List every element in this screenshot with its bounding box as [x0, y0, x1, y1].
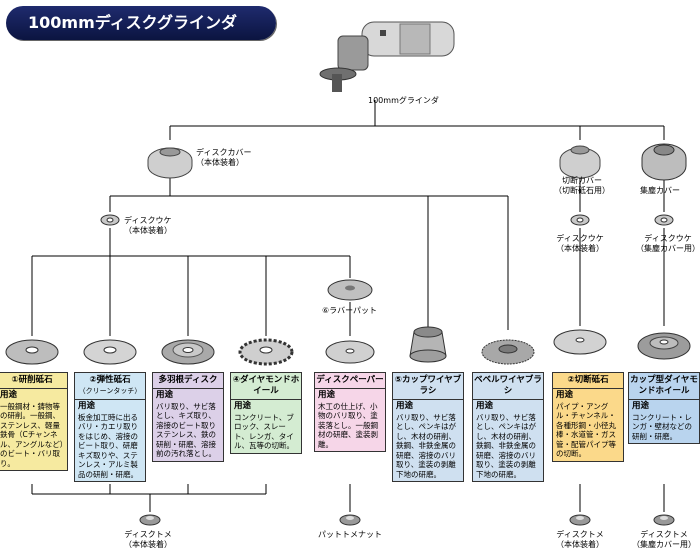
disctome-label-3: ディスクトメ （集塵カバー用）: [632, 530, 696, 549]
card-cup-diamond-wheel: カップ型ダイヤモンドホイール 用途コンクリート・レンガ・壁材などの研削・研磨。: [628, 372, 700, 444]
card-text: 板金加工時に出るバリ・カエリ取りをはじめ、溶接のビート取り、研磨キズ取りや、ステ…: [78, 412, 138, 479]
grinder-label: 100mmグラインダ: [368, 96, 439, 105]
disctome-label-1: ディスクトメ （本体装着）: [124, 530, 172, 549]
dust-ukeke-icon: [654, 214, 674, 226]
card-text: 木工の仕上げ、小物のバリ取り、塗装落とし。一般鋼材の研磨、塗装剥離。: [318, 401, 378, 449]
use-label: 用途: [396, 401, 414, 411]
cup-wire-brush-icon: [409, 326, 447, 363]
cutting-cover-icon: [559, 145, 601, 179]
card-grinding-wheel: ①研削砥石 用途一般鋼材・鋳物等の研削。一般鋼、ステンレス、軽量鉄骨（Cチャンネ…: [0, 372, 68, 471]
cutting-ukeke-label: ディスクウケ （本体装着）: [556, 234, 604, 253]
use-label: 用途: [318, 390, 336, 400]
card-title: ベベルワイヤブラシ: [473, 373, 543, 400]
disctome-label-2: ディスクトメ （本体装着）: [556, 530, 604, 549]
card-cutting-wheel: ②切断砥石 用途パイプ・アングル・チャンネル・各種形鋼・小径丸棒・水道管・ガス管…: [552, 372, 624, 462]
dust-cover-label: 集塵カバー: [640, 186, 680, 195]
card-text: バリ取り、サビ落とし、ペンキはがし、木材の研削、鉄鋼、非鉄金属の研磨、溶接のバリ…: [476, 412, 536, 479]
card-title: ④ダイヤモンドホイール: [231, 373, 301, 400]
card-text: コンクリート・レンガ・壁材などの研削・研磨。: [632, 412, 692, 441]
disc-paper-icon: [325, 340, 375, 364]
bevel-wire-brush-icon: [481, 339, 535, 365]
pad-nut-icon: [339, 514, 361, 526]
cutting-wheel-icon: [553, 329, 607, 355]
cutting-cover-label: 切断カバー （切断砥石用）: [554, 176, 610, 195]
card-text: バリ取り、サビ落とし、キズ取り、溶接のビート取りステンレス、鉄の研削・研磨、溶接…: [156, 401, 216, 459]
diamond-wheel-icon: [238, 338, 294, 366]
use-label: 用途: [78, 401, 96, 411]
card-title: ディスクペーパー: [315, 373, 385, 389]
card-title: ⑤カップワイヤブラシ: [393, 373, 463, 400]
page-title: 100mmディスクグラインダ: [6, 6, 276, 40]
use-label: 用途: [632, 401, 650, 411]
card-elastic-wheel: ②弾性砥石（クリーンタッチ） 用途板金加工時に出るバリ・カエリ取りをはじめ、溶接…: [74, 372, 146, 482]
pad-nut-label: パットトメナット: [318, 530, 382, 539]
disc-cover-label: ディスクカバー （本体装着）: [196, 148, 252, 167]
card-flap-disc: 多羽根ディスク 用途バリ取り、サビ落とし、キズ取り、溶接のビート取りステンレス、…: [152, 372, 224, 462]
use-label: 用途: [476, 401, 494, 411]
grinder-icon: [319, 21, 455, 92]
use-label: 用途: [0, 390, 18, 400]
dust-ukeke-label: ディスクウケ （集塵カバー用）: [636, 234, 700, 253]
rubber-pad-label: ⑥ラバーパット: [322, 306, 378, 315]
card-diamond-wheel: ④ダイヤモンドホイール 用途コンクリート、ブロック、スレート、レンガ、タイル、瓦…: [230, 372, 302, 454]
card-text: 一般鋼材・鋳物等の研削。一般鋼、ステンレス、軽量鉄骨（Cチャンネル、アングルなど…: [0, 401, 64, 468]
elastic-wheel-icon: [83, 339, 137, 365]
disc-cover-icon: [147, 147, 193, 179]
card-title: ①研削砥石: [0, 373, 67, 389]
disc-ukeke-label: ディスクウケ （本体装着）: [124, 216, 172, 235]
card-text: バリ取り、サビ落とし、ペンキはがし、木材の研削、鉄鋼、非鉄金属の研磨、溶接のバリ…: [396, 412, 456, 479]
disctome-icon-3: [653, 514, 675, 526]
card-title: ②切断砥石: [553, 373, 623, 389]
cup-diamond-wheel-icon: [637, 332, 691, 360]
card-title: ②弾性砥石（クリーンタッチ）: [75, 373, 145, 400]
disc-ukeke-icon: [100, 214, 120, 226]
flap-disc-icon: [161, 339, 215, 365]
grinding-wheel-icon: [5, 339, 59, 365]
dust-cover-icon: [641, 143, 687, 181]
disctome-icon: [139, 514, 161, 526]
use-label: 用途: [234, 401, 252, 411]
card-disc-paper: ディスクペーパー 用途木工の仕上げ、小物のバリ取り、塗装落とし。一般鋼材の研磨、…: [314, 372, 386, 452]
card-title: 多羽根ディスク: [153, 373, 223, 389]
card-bevel-wire-brush: ベベルワイヤブラシ 用途バリ取り、サビ落とし、ペンキはがし、木材の研削、鉄鋼、非…: [472, 372, 544, 482]
rubber-pad-icon: [327, 279, 373, 301]
card-text: コンクリート、ブロック、スレート、レンガ、タイル、瓦等の切断。: [234, 412, 294, 451]
disctome-icon-2: [569, 514, 591, 526]
use-label: 用途: [156, 390, 174, 400]
card-cup-wire-brush: ⑤カップワイヤブラシ 用途バリ取り、サビ落とし、ペンキはがし、木材の研削、鉄鋼、…: [392, 372, 464, 482]
use-label: 用途: [556, 390, 574, 400]
card-title: カップ型ダイヤモンドホイール: [629, 373, 699, 400]
card-text: パイプ・アングル・チャンネル・各種形鋼・小径丸棒・水道管・ガス管・配管パイプ等の…: [556, 401, 616, 459]
cutting-ukeke-icon: [570, 214, 590, 226]
